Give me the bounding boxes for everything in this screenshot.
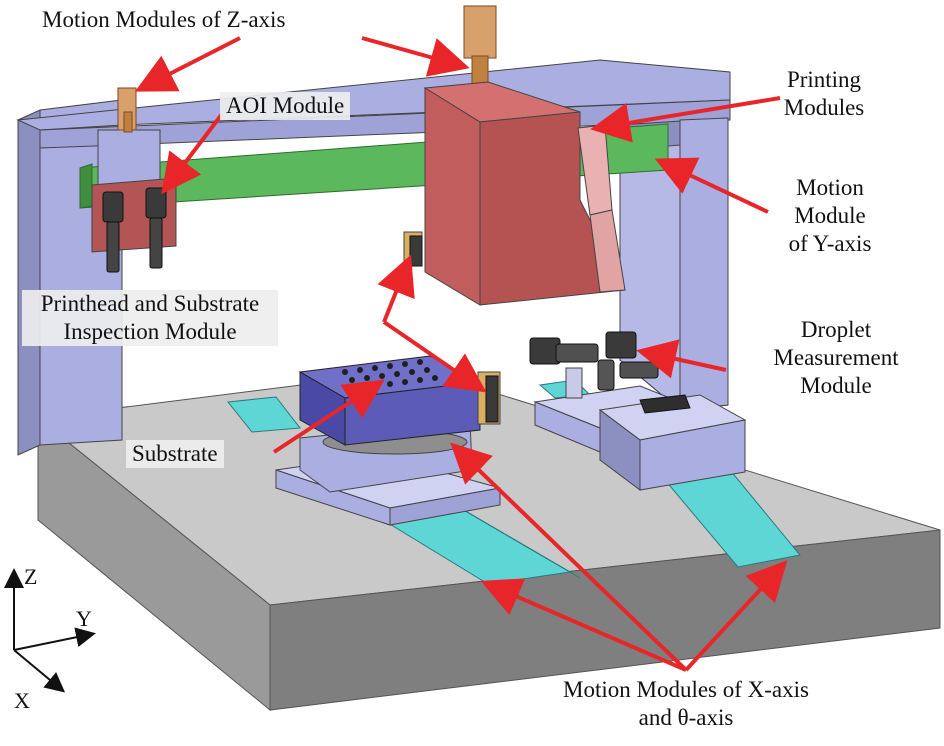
printing-module (403, 81, 626, 306)
arrow-x-left (480, 578, 687, 672)
label-y-line2: Module (794, 203, 866, 228)
label-droplet-line1: Droplet (800, 317, 872, 342)
label-inspection-line1: Printhead and Substrate (40, 291, 260, 316)
arrow-droplet (636, 339, 727, 379)
label-inspection-line2: Inspection Module (63, 319, 237, 344)
arrow-z-left (134, 36, 241, 92)
z-axis-actuator (463, 5, 497, 85)
label-z-modules: Motion Modules of Z-axis (42, 7, 286, 32)
label-droplet-line2: Measurement (773, 345, 899, 370)
label-x-line2: and θ-axis (638, 705, 734, 730)
label-y-line1: Motion (796, 175, 864, 200)
label-droplet-module: Droplet Measurement Module (736, 316, 936, 400)
annotation-arrows (134, 36, 788, 672)
axis-label-x: X (14, 688, 30, 713)
label-printing-line1: Printing (786, 67, 862, 92)
arrow-substrate (272, 379, 385, 454)
label-droplet-line3: Module (800, 373, 872, 398)
label-x-line1: Motion Modules of X-axis (563, 677, 809, 702)
label-y-line3: of Y-axis (788, 231, 872, 256)
label-y-module: Motion Module of Y-axis (770, 174, 890, 258)
coordinate-axes (3, 568, 96, 693)
label-printing-line2: Modules (783, 95, 865, 120)
arrow-aoi (161, 112, 224, 195)
label-inspection-module: Printhead and Substrate Inspection Modul… (22, 290, 278, 346)
droplet-measurement (529, 331, 747, 491)
arrow-y-module (654, 157, 769, 214)
x-axis-rails (227, 379, 801, 585)
arrow-x-mid (450, 442, 688, 672)
axis-label-z: Z (24, 564, 38, 589)
arrow-x-right (684, 560, 788, 672)
arrow-inspection-up (377, 254, 415, 323)
arrow-z-right (361, 36, 470, 77)
arrow-inspection-right (382, 320, 487, 393)
axis-label-y: Y (76, 606, 92, 631)
substrate-stage (275, 355, 501, 526)
label-substrate: Substrate (126, 440, 224, 468)
arrow-printing (590, 96, 781, 143)
label-x-modules: Motion Modules of X-axis and θ-axis (494, 676, 878, 732)
label-aoi-module: AOI Module (220, 92, 351, 120)
label-printing-modules: Printing Modules (754, 66, 894, 122)
aoi-carriage (91, 87, 177, 273)
